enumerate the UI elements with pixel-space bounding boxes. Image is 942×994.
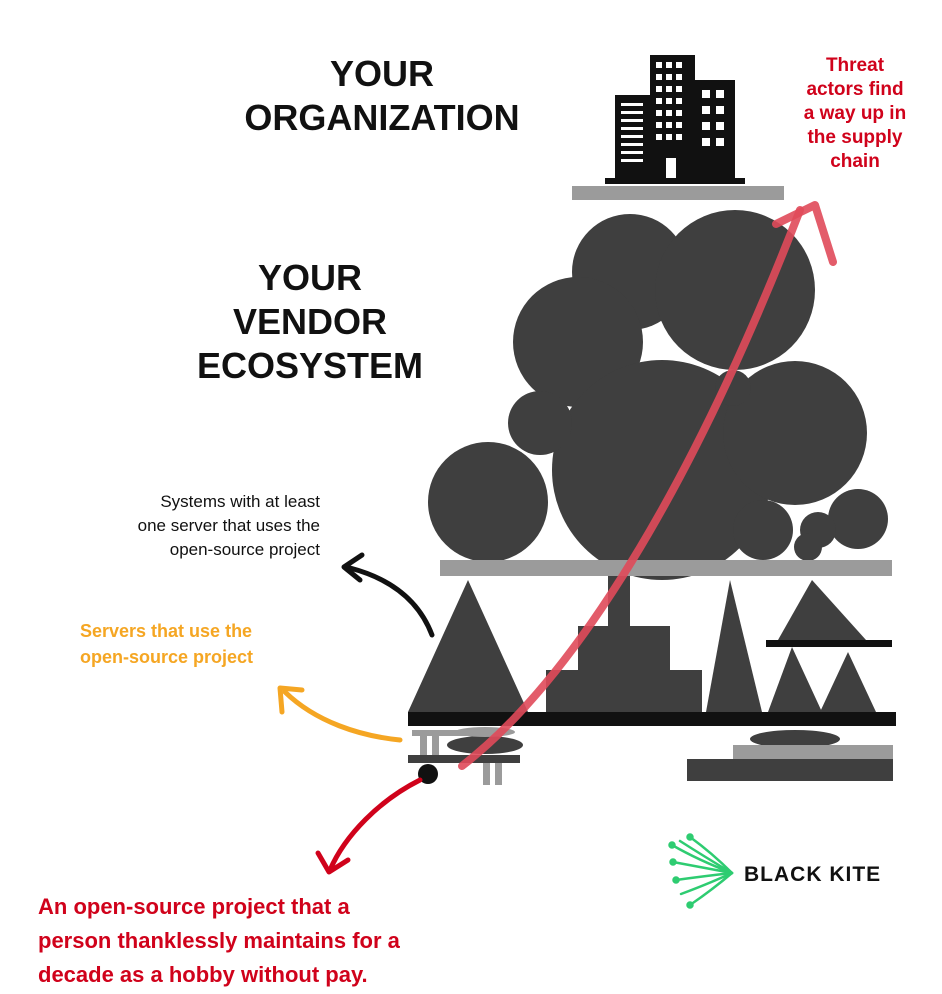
threat-annotation-line: Threat: [825, 55, 885, 76]
vendor-circles: [428, 210, 888, 580]
servers-arrow: [277, 685, 403, 743]
foundation-pieces: [408, 727, 893, 785]
project-annotation: An open-source project that a person tha…: [38, 890, 578, 992]
threat-annotation-line: actors find: [806, 79, 904, 100]
server-shelf: [408, 712, 896, 726]
servers-annotation-line: open-source project: [80, 647, 254, 667]
organization-shelf: [572, 186, 784, 200]
organization-heading: YOUR ORGANIZATION: [212, 52, 552, 140]
vendor-heading-line: ECOSYSTEM: [196, 345, 424, 386]
systems-annotation-line: one server that uses the: [137, 516, 320, 535]
servers-annotation: Servers that use the open-source project: [80, 618, 320, 670]
vendor-heading: YOUR VENDOR ECOSYSTEM: [140, 256, 480, 388]
servers-annotation-line: Servers that use the: [80, 621, 253, 641]
systems-annotation-line: Systems with at least: [160, 492, 320, 511]
threat-arrow: [458, 201, 837, 770]
systems-annotation: Systems with at least one server that us…: [40, 490, 320, 562]
organization-heading-line: YOUR: [329, 53, 434, 94]
black-kite-logo-icon: [668, 833, 734, 909]
server-shapes: [408, 576, 892, 716]
organization-heading-line: ORGANIZATION: [244, 97, 520, 138]
building-icon: [605, 55, 745, 184]
threat-annotation-line: chain: [830, 151, 880, 172]
threat-annotation-line: a way up in: [803, 103, 907, 124]
black-kite-logo-text: BLACK KITE: [744, 863, 882, 886]
vendor-heading-line: YOUR: [257, 257, 362, 298]
threat-annotation: Threat actors find a way up in the suppl…: [790, 54, 920, 174]
project-annotation-line: An open-source project that a: [38, 894, 350, 919]
project-annotation-line: person thanklessly maintains for a: [38, 928, 400, 953]
systems-annotation-line: open-source project: [169, 540, 320, 559]
vendor-heading-line: VENDOR: [232, 301, 388, 342]
threat-annotation-line: the supply: [807, 127, 903, 148]
systems-arrow: [341, 552, 435, 638]
vendor-shelf: [440, 560, 892, 576]
project-arrow: [315, 777, 423, 875]
project-annotation-line: decade as a hobby without pay.: [38, 962, 368, 987]
